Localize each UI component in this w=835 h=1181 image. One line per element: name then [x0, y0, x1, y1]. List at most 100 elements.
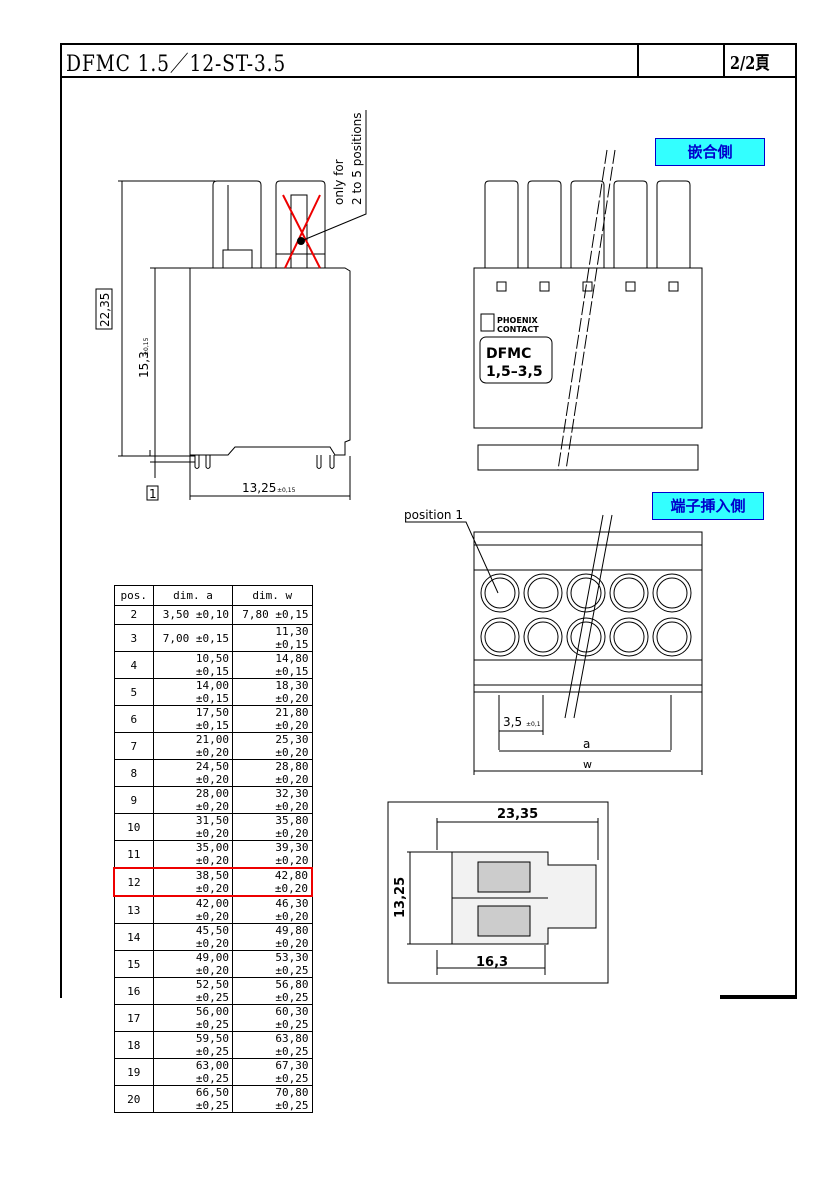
cell-pos: 3	[113, 624, 154, 652]
cell-pos: 16	[113, 977, 154, 1005]
cell-dim-w: 14,80 ±0,15	[232, 651, 313, 679]
cell-dim-w: 70,80 ±0,25	[232, 1085, 313, 1113]
cell-pos: 18	[113, 1031, 154, 1059]
datum-label: 1	[149, 487, 157, 501]
wire-entry-hole	[613, 621, 645, 653]
entry-view-drawing	[405, 514, 703, 775]
wire-entry-hole	[484, 577, 516, 609]
section-view-drawing	[387, 801, 609, 984]
cell-dim-w: 21,80 ±0,20	[232, 705, 313, 733]
dim-width-tol: ±0,15	[277, 487, 296, 494]
dim-body-height: 15,3	[137, 351, 151, 378]
product-line1: DFMC	[486, 346, 531, 362]
page-number: 2/2頁	[730, 53, 770, 74]
dim-w-label: w	[583, 758, 592, 771]
note-line2: 2 to 5 positions	[350, 112, 364, 205]
header-separator	[637, 43, 639, 78]
cell-pos: 11	[113, 840, 154, 869]
wire-entry-hole	[652, 573, 692, 613]
cell-pos: 4	[113, 651, 154, 679]
pitch-tol: ±0,1	[526, 721, 541, 728]
cell-pos: 2	[113, 604, 154, 625]
brand-line1: PHOENIX	[497, 316, 538, 325]
cell-pos: 17	[113, 1004, 154, 1032]
cell-dim-w: 18,30 ±0,20	[232, 678, 313, 706]
product-line2: 1,5–3,5	[486, 364, 543, 380]
cell-dim-a: 10,50 ±0,15	[153, 651, 233, 679]
frame-bottom-bar	[720, 995, 797, 999]
cell-dim-w: 32,30 ±0,20	[232, 786, 313, 814]
wire-entry-hole	[480, 617, 520, 657]
wire-entry-hole	[523, 617, 563, 657]
wire-entry-hole	[609, 573, 649, 613]
cell-pos: 6	[113, 705, 154, 733]
frame-border-top	[60, 43, 797, 45]
frame-border-left	[60, 43, 62, 998]
cell-pos: 14	[113, 923, 154, 951]
wire-entry-hole	[566, 617, 606, 657]
frame-border-right	[795, 43, 797, 998]
wire-entry-hole	[652, 617, 692, 657]
cell-dim-w: 46,30 ±0,20	[232, 895, 313, 924]
wire-entry-side-label: 端子挿入側	[652, 492, 764, 520]
cell-dim-a: 21,00 ±0,20	[153, 732, 233, 760]
cell-dim-a: 49,00 ±0,20	[153, 950, 233, 978]
header-dim-a: dim. a	[153, 585, 233, 606]
pitch-dim: 3,5	[503, 715, 522, 729]
wire-entry-hole	[656, 577, 688, 609]
cell-dim-a: 24,50 ±0,20	[153, 759, 233, 787]
cell-pos: 9	[113, 786, 154, 814]
cell-dim-a: 31,50 ±0,20	[153, 813, 233, 841]
cell-pos: 10	[113, 813, 154, 841]
section-dim-depth: 16,3	[476, 955, 508, 970]
cell-pos: 12	[113, 867, 154, 897]
cell-dim-a: 7,00 ±0,15	[153, 624, 233, 652]
cell-dim-a: 59,50 ±0,25	[153, 1031, 233, 1059]
brand-line2: CONTACT	[497, 325, 539, 334]
cell-pos: 8	[113, 759, 154, 787]
cell-dim-a: 63,00 ±0,25	[153, 1058, 233, 1086]
cell-dim-a: 52,50 ±0,25	[153, 977, 233, 1005]
dim-body-height-tol: ±0,15	[143, 337, 150, 356]
cell-dim-a: 42,00 ±0,20	[153, 895, 233, 924]
cell-pos: 5	[113, 678, 154, 706]
cell-dim-w: 11,30 ±0,15	[232, 624, 313, 652]
side-view-drawing	[118, 110, 367, 500]
cell-dim-a: 38,50 ±0,20	[153, 867, 233, 897]
wire-entry-hole	[570, 621, 602, 653]
cell-dim-w: 67,30 ±0,25	[232, 1058, 313, 1086]
wire-entry-hole	[609, 617, 649, 657]
dim-width: 13,25	[242, 481, 276, 495]
section-dim-height: 13,25	[393, 877, 408, 918]
cell-dim-a: 3,50 ±0,10	[153, 604, 233, 625]
front-view-drawing	[473, 149, 703, 471]
position-label: position 1	[404, 508, 463, 522]
wire-entry-hole	[613, 577, 645, 609]
dim-total-height: 22,35	[98, 293, 112, 327]
cell-dim-a: 35,00 ±0,20	[153, 840, 233, 869]
cell-pos: 15	[113, 950, 154, 978]
section-dim-length: 23,35	[497, 807, 538, 822]
mating-side-label: 嵌合側	[655, 138, 765, 166]
cell-dim-a: 17,50 ±0,15	[153, 705, 233, 733]
wire-entry-hole	[566, 573, 606, 613]
note-line1: only for	[332, 159, 346, 205]
cell-dim-a: 66,50 ±0,25	[153, 1085, 233, 1113]
